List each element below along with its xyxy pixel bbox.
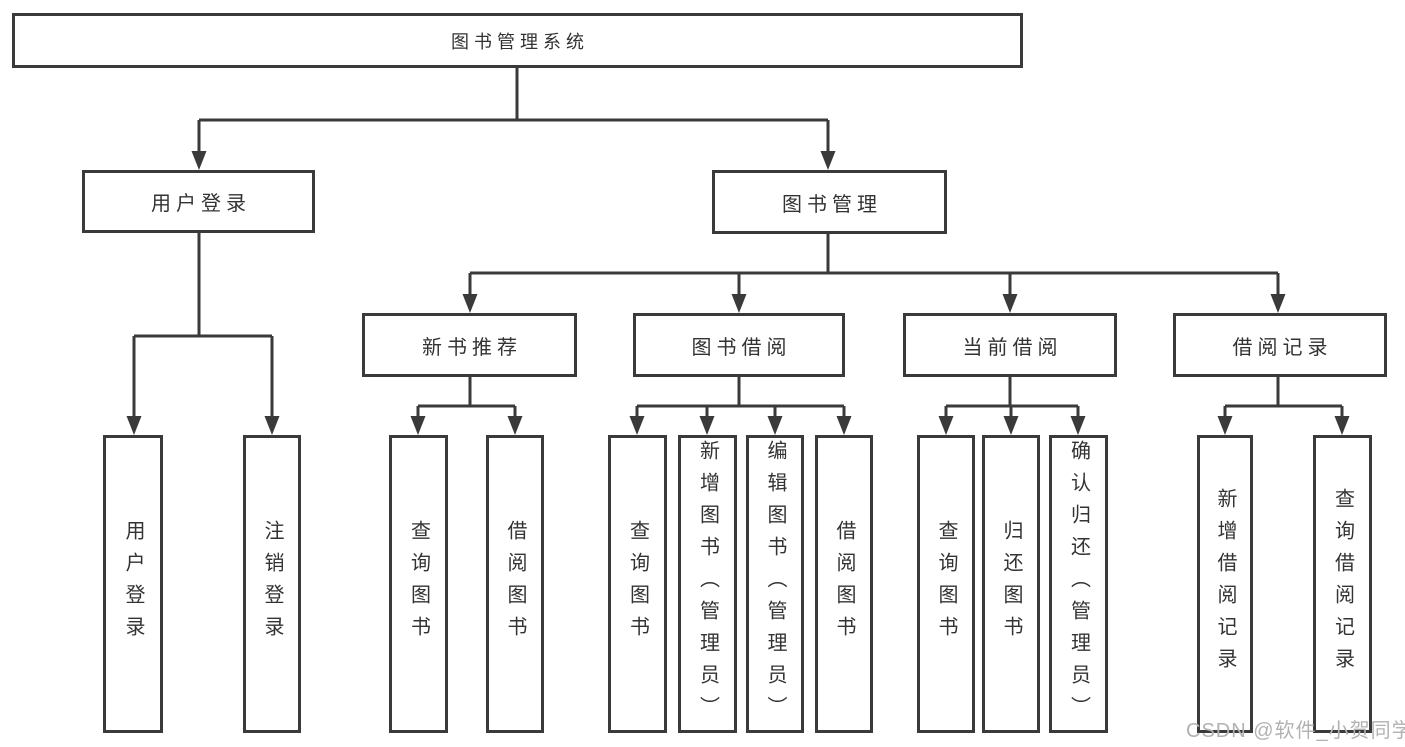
node-book-management: 图书管理 xyxy=(712,170,947,234)
leaf-borrow-add-books-admin: 新增图书（管理员） xyxy=(678,435,737,733)
node-new-book-recommendation: 新书推荐 xyxy=(362,313,577,377)
leaf-borrow-edit-books-admin: 编辑图书（管理员） xyxy=(746,435,804,733)
node-label: 查询图书 xyxy=(407,520,430,648)
leaf-user-login: 用户登录 xyxy=(103,435,163,733)
leaf-newbook-borrow-books: 借阅图书 xyxy=(486,435,544,733)
node-label: 查询图书 xyxy=(626,520,649,648)
node-library-management-system: 图书管理系统 xyxy=(12,13,1023,68)
node-label: 当前借阅 xyxy=(962,336,1063,359)
leaf-borrow-borrow-books: 借阅图书 xyxy=(815,435,873,733)
node-label: 借阅图书 xyxy=(504,520,526,648)
node-user-login: 用户登录 xyxy=(82,170,315,233)
node-book-borrowing: 图书借阅 xyxy=(633,313,845,377)
watermark-csdn: CSDN @软件_小贺同学 xyxy=(1186,720,1405,742)
node-label: 图书借阅 xyxy=(691,336,792,359)
node-label: 图书管理 xyxy=(782,193,882,216)
node-label: 新增借阅记录 xyxy=(1214,488,1236,680)
leaf-logout-login: 注销登录 xyxy=(243,435,301,733)
leaf-records-add-borrow-record: 新增借阅记录 xyxy=(1197,435,1253,733)
node-label: 新书推荐 xyxy=(422,336,522,359)
leaf-current-confirm-return-admin: 确认归还（管理员） xyxy=(1049,435,1108,733)
node-label: 用户登录 xyxy=(151,193,251,215)
node-label: 编辑图书（管理员） xyxy=(764,440,786,728)
node-label: 新增图书（管理员） xyxy=(696,440,719,728)
leaf-newbook-query-books: 查询图书 xyxy=(389,435,448,733)
node-label: 借阅图书 xyxy=(833,520,855,648)
leaf-records-query-borrow-record: 查询借阅记录 xyxy=(1313,435,1372,733)
node-label: 注销登录 xyxy=(261,520,283,648)
leaf-current-query-books: 查询图书 xyxy=(917,435,975,733)
node-label: 归还图书 xyxy=(1000,520,1022,648)
leaf-current-return-books: 归还图书 xyxy=(982,435,1040,733)
node-label: 图书管理系统 xyxy=(451,31,589,52)
node-label: 借阅记录 xyxy=(1232,336,1333,359)
node-label: 确认归还（管理员） xyxy=(1067,440,1090,728)
node-current-borrowing: 当前借阅 xyxy=(903,313,1117,377)
node-label: 查询图书 xyxy=(935,520,957,648)
node-label: 查询借阅记录 xyxy=(1331,488,1354,680)
node-borrowing-records: 借阅记录 xyxy=(1173,313,1387,377)
node-label: 用户登录 xyxy=(122,520,144,648)
leaf-borrow-query-books: 查询图书 xyxy=(608,435,667,733)
